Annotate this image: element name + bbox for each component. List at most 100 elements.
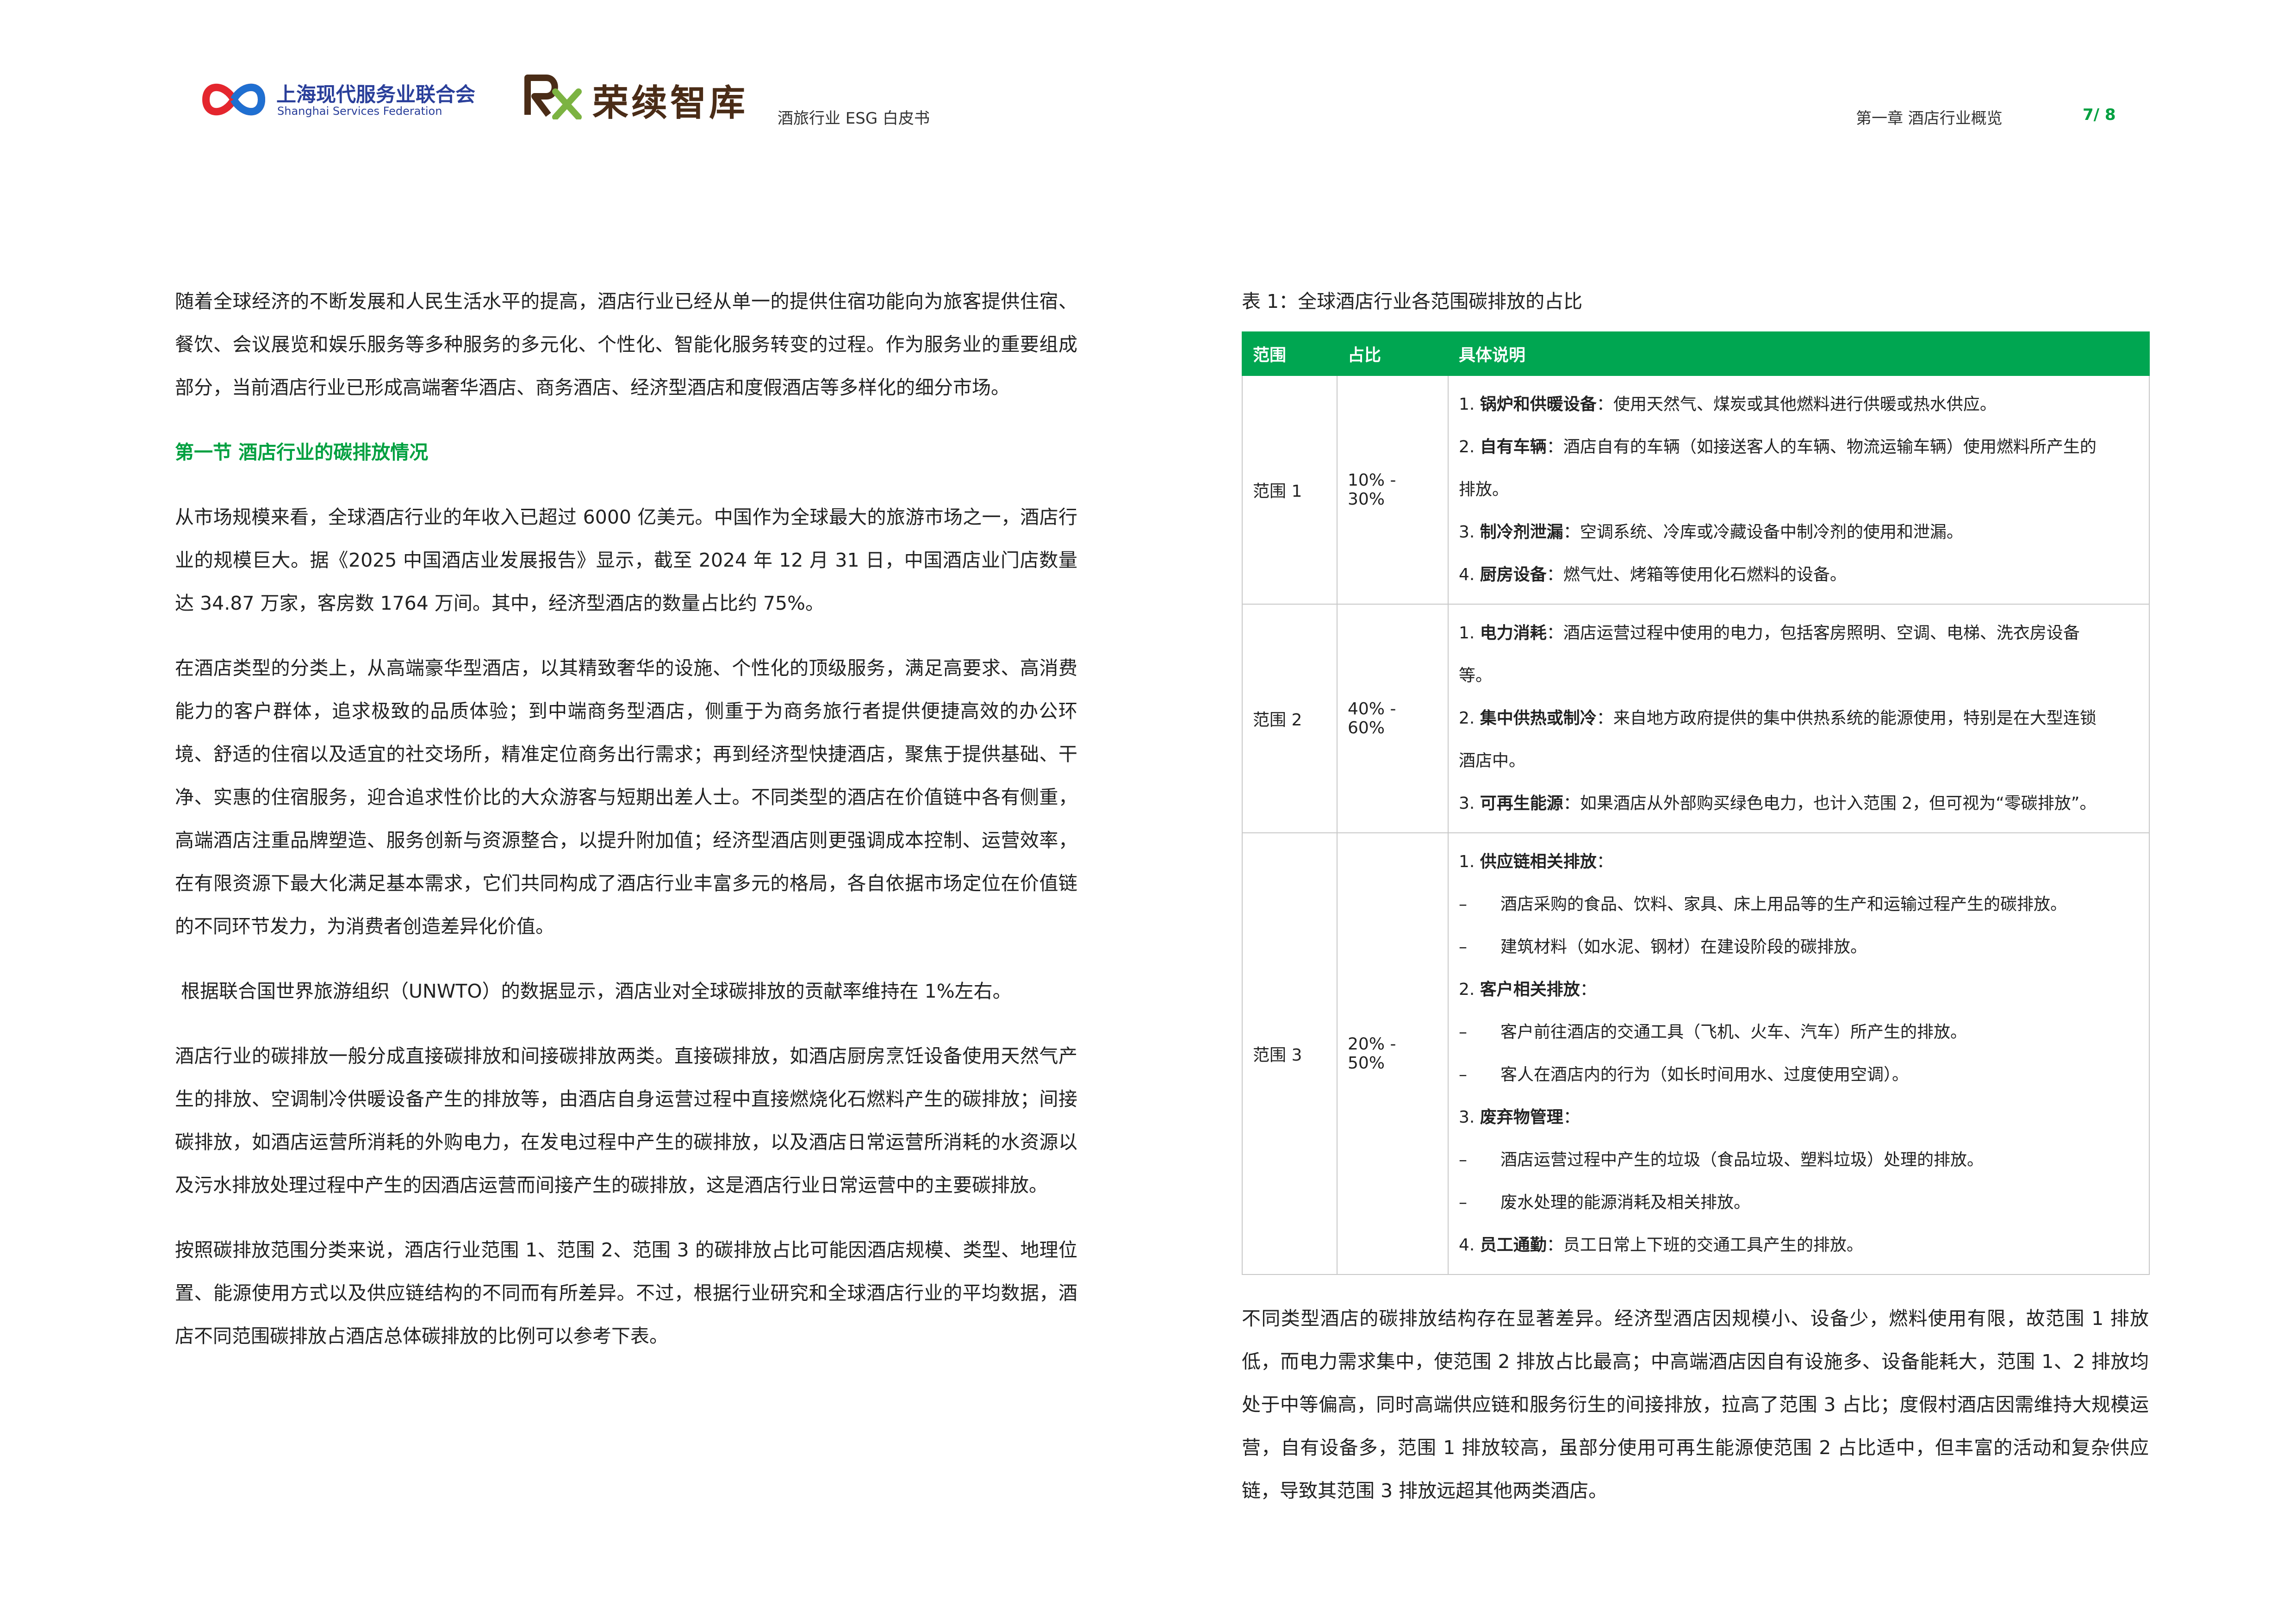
description-item: 4. 员工通勤：员工日常上下班的交通工具产生的排放。 — [1459, 1224, 2139, 1267]
page-header: 上海现代服务业联合会 Shanghai Services Federation … — [0, 0, 2296, 153]
dash-bullet: – — [1459, 1193, 1467, 1212]
item-number: 1. — [1459, 624, 1480, 643]
sub-item: – 废水处理的能源消耗及相关排放。 — [1459, 1181, 2139, 1224]
cell-description: 1. 供应链相关排放：–酒店采购的食品、饮料、家具、床上用品等的生产和运输过程产… — [1448, 832, 2150, 1275]
description-item: 酒店中。 — [1459, 740, 2139, 782]
description-item: 1. 锅炉和供暖设备：使用天然气、煤炭或其他燃料进行供暖或热水供应。 — [1459, 383, 2139, 426]
description-item: 1. 电力消耗：酒店运营过程中使用的电力，包括客房照明、空调、电梯、洗衣房设备 — [1459, 612, 2139, 655]
item-keyword: 电力消耗 — [1480, 624, 1547, 643]
rx-logo-icon — [524, 75, 582, 119]
item-text: ：酒店运营过程中使用的电力，包括客房照明、空调、电梯、洗衣房设备 — [1546, 624, 2080, 643]
paragraph-scope: 按照碳排放范围分类来说，酒店行业范围 1、范围 2、范围 3 的碳排放占比可能因… — [175, 1239, 1077, 1347]
item-keyword: 自有车辆 — [1480, 437, 1547, 456]
description-item: 2. 客户相关排放： — [1459, 968, 2139, 1011]
description-item: 等。 — [1459, 655, 2139, 697]
sub-item: – 酒店采购的食品、饮料、家具、床上用品等的生产和运输过程产生的碳排放。 — [1459, 883, 2139, 926]
ssf-logo-cn: 上海现代服务业联合会 — [276, 83, 475, 106]
item-text: ： — [1580, 980, 1597, 999]
item-number: 2. — [1459, 437, 1480, 456]
item-text: 排放。 — [1459, 480, 1509, 499]
sub-item: –建筑材料（如水泥、钢材）在建设阶段的碳排放。 — [1459, 926, 2139, 968]
item-number: 2. — [1459, 709, 1480, 728]
paragraph-emission-types: 酒店行业的碳排放一般分成直接碳排放和间接碳排放两类。直接碳排放，如酒店厨房烹饪设… — [175, 1045, 1077, 1196]
item-text: 等。 — [1459, 666, 1493, 685]
table-header-row: 范围 占比 具体说明 — [1242, 331, 2150, 376]
paragraph-intro: 随着全球经济的不断发展和人民生活水平的提高，酒店行业已经从单一的提供住宿功能向为… — [175, 290, 1077, 399]
item-number: 4. — [1459, 1236, 1480, 1255]
document-title: 酒旅行业 ESG 白皮书 — [778, 109, 930, 128]
description-item: 4. 厨房设备：燃气灶、烤箱等使用化石燃料的设备。 — [1459, 554, 2139, 596]
description-item: 3. 制冷剂泄漏：空调系统、冷库或冷藏设备中制冷剂的使用和泄漏。 — [1459, 511, 2139, 554]
item-text: 酒店中。 — [1459, 751, 1526, 770]
item-text: ：空调系统、冷库或冷藏设备中制冷剂的使用和泄漏。 — [1563, 523, 1963, 542]
item-keyword: 废弃物管理 — [1480, 1108, 1563, 1127]
paragraph-market: 从市场规模来看，全球酒店行业的年收入已超过 6000 亿美元。中国作为全球最大的… — [175, 506, 1077, 614]
sub-item-text: 废水处理的能源消耗及相关排放。 — [1500, 1193, 1751, 1212]
item-keyword: 可再生能源 — [1480, 794, 1563, 813]
sub-item-text: 酒店采购的食品、饮料、家具、床上用品等的生产和运输过程产生的碳排放。 — [1500, 895, 2067, 914]
item-keyword: 客户相关排放 — [1480, 980, 1580, 999]
dash-bullet: – — [1459, 1150, 1467, 1169]
item-text: ：来自地方政府提供的集中供热系统的能源使用，特别是在大型连锁 — [1596, 709, 2097, 728]
item-number: 2. — [1459, 980, 1480, 999]
rongxu-logo: 荣续智库 — [523, 69, 764, 125]
dash-bullet: – — [1459, 1065, 1467, 1084]
dash-bullet: – — [1459, 1023, 1467, 1042]
description-item: 1. 供应链相关排放： — [1459, 841, 2139, 883]
rongxu-logo-cn: 荣续智库 — [592, 82, 748, 124]
dash-bullet: – — [1459, 937, 1467, 956]
description-item: 排放。 — [1459, 468, 2139, 511]
item-number: 3. — [1459, 1108, 1480, 1127]
ssf-logo: 上海现代服务业联合会 Shanghai Services Federation — [197, 74, 493, 125]
item-text: ：燃气灶、烤箱等使用化石燃料的设备。 — [1546, 565, 1847, 584]
description-item: 2. 集中供热或制冷：来自地方政府提供的集中供热系统的能源使用，特别是在大型连锁 — [1459, 697, 2139, 740]
paragraph-unwto: 根据联合国世界旅游组织（UNWTO）的数据显示，酒店业对全球碳排放的贡献率维持在… — [175, 980, 1012, 1002]
left-column: 随着全球经济的不断发展和人民生活水平的提高，酒店行业已经从单一的提供住宿功能向为… — [175, 280, 1077, 1380]
sub-item: – 客人在酒店内的行为（如长时间用水、过度使用空调）。 — [1459, 1054, 2139, 1096]
item-number: 3. — [1459, 794, 1480, 813]
header-scope: 范围 — [1242, 331, 1338, 376]
sub-item-text: 酒店运营过程中产生的垃圾（食品垃圾、塑料垃圾）处理的排放。 — [1500, 1150, 1984, 1169]
item-keyword: 员工通勤 — [1480, 1236, 1547, 1255]
cell-scope: 范围 3 — [1242, 832, 1338, 1275]
ssf-logo-en: Shanghai Services Federation — [277, 105, 442, 118]
item-text: ： — [1563, 1108, 1580, 1127]
table-caption: 表 1：全球酒店行业各范围碳排放的占比 — [1242, 290, 1583, 312]
item-number: 4. — [1459, 565, 1480, 584]
item-keyword: 锅炉和供暖设备 — [1480, 395, 1597, 414]
paragraph-hotel-types: 在酒店类型的分类上，从高端豪华型酒店，以其精致奢华的设施、个性化的顶级服务，满足… — [175, 657, 1077, 937]
item-keyword: 制冷剂泄漏 — [1480, 523, 1563, 542]
sub-item-text: 客人在酒店内的行为（如长时间用水、过度使用空调）。 — [1500, 1065, 1909, 1084]
item-text: ：使用天然气、煤炭或其他燃料进行供暖或热水供应。 — [1596, 395, 1997, 414]
item-number: 1. — [1459, 852, 1480, 871]
cell-scope: 范围 2 — [1242, 604, 1338, 833]
item-text: ：酒店自有的车辆（如接送客人的车辆、物流运输车辆）使用燃料所产生的 — [1546, 437, 2097, 456]
item-keyword: 厨房设备 — [1480, 565, 1547, 584]
dash-bullet: – — [1459, 895, 1467, 914]
paragraph-structure: 不同类型酒店的碳排放结构存在显著差异。经济型酒店因规模小、设备少，燃料使用有限，… — [1242, 1307, 2149, 1502]
page-number: 7/ 8 — [2083, 106, 2116, 124]
sub-item: – 酒店运营过程中产生的垃圾（食品垃圾、塑料垃圾）处理的排放。 — [1459, 1139, 2139, 1181]
description-item: 2. 自有车辆：酒店自有的车辆（如接送客人的车辆、物流运输车辆）使用燃料所产生的 — [1459, 426, 2139, 468]
item-text: ： — [1596, 852, 1613, 871]
cell-scope: 范围 1 — [1242, 375, 1338, 605]
sub-item-text: 客户前往酒店的交通工具（飞机、火车、汽车）所产生的排放。 — [1500, 1023, 1967, 1042]
section-heading: 第一节 酒店行业的碳排放情况 — [175, 441, 429, 463]
cell-share: 10% - 30% — [1337, 375, 1449, 605]
item-text: ：员工日常上下班的交通工具产生的排放。 — [1546, 1236, 1863, 1255]
description-item: 3. 可再生能源：如果酒店从外部购买绿色电力，也计入范围 2，但可视为“零碳排放… — [1459, 782, 2139, 825]
cell-share: 20% - 50% — [1337, 832, 1449, 1275]
cell-description: 1. 锅炉和供暖设备：使用天然气、煤炭或其他燃料进行供暖或热水供应。2. 自有车… — [1448, 375, 2150, 605]
description-item: 3. 废弃物管理： — [1459, 1096, 2139, 1139]
ssf-logo-icon — [202, 83, 266, 116]
item-number: 3. — [1459, 523, 1480, 542]
item-keyword: 集中供热或制冷 — [1480, 709, 1597, 728]
item-number: 1. — [1459, 395, 1480, 414]
chapter-title: 第一章 酒店行业概览 — [1856, 109, 2003, 128]
cell-description: 1. 电力消耗：酒店运营过程中使用的电力，包括客房照明、空调、电梯、洗衣房设备等… — [1448, 604, 2150, 833]
item-keyword: 供应链相关排放 — [1480, 852, 1597, 871]
